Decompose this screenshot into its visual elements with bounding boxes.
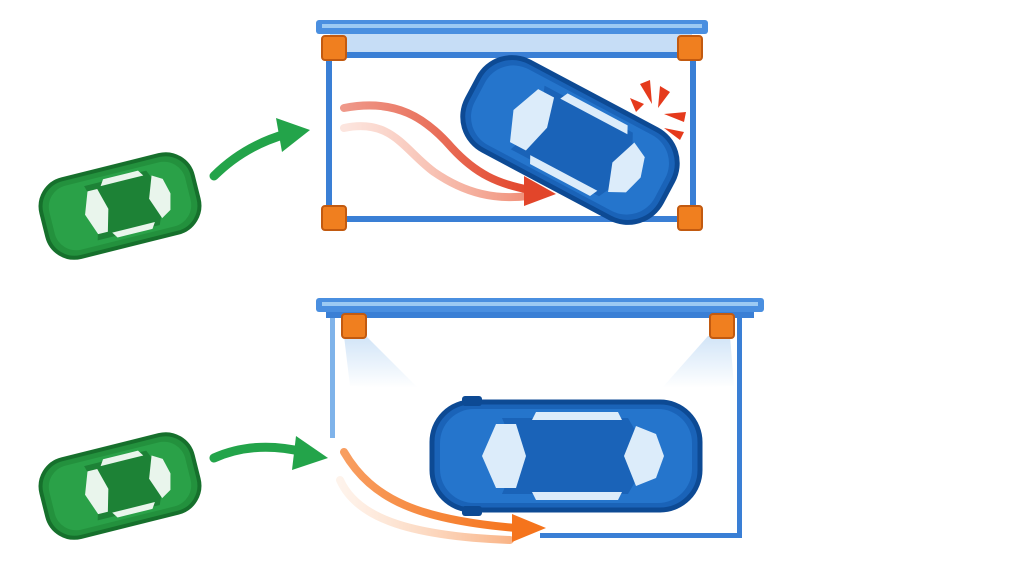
garage-frame-collision <box>316 20 708 222</box>
scene-collision <box>38 20 708 260</box>
approaching-car-icon <box>38 152 202 260</box>
sensor-top-left <box>321 35 347 61</box>
garage-frame-guided <box>316 298 764 538</box>
sensor-beam-icon <box>344 336 734 388</box>
scene-guided <box>38 298 764 544</box>
approaching-car-icon <box>38 432 202 540</box>
sensor-top-right <box>677 35 703 61</box>
sensor-bottom-right <box>677 205 703 231</box>
sensors-ceiling <box>341 313 735 339</box>
sensor-ceiling-left <box>341 313 367 339</box>
sensor-ceiling-right <box>709 313 735 339</box>
collision-path-icon <box>340 101 556 206</box>
impact-burst-icon <box>630 80 686 140</box>
sensors-corner <box>321 35 703 231</box>
sensor-bottom-left <box>321 205 347 231</box>
approach-arrow-icon <box>209 118 310 181</box>
parked-car-icon <box>429 396 703 516</box>
parked-car-icon <box>460 55 680 225</box>
approach-arrow-icon <box>209 436 328 470</box>
guided-path-icon <box>336 448 546 544</box>
